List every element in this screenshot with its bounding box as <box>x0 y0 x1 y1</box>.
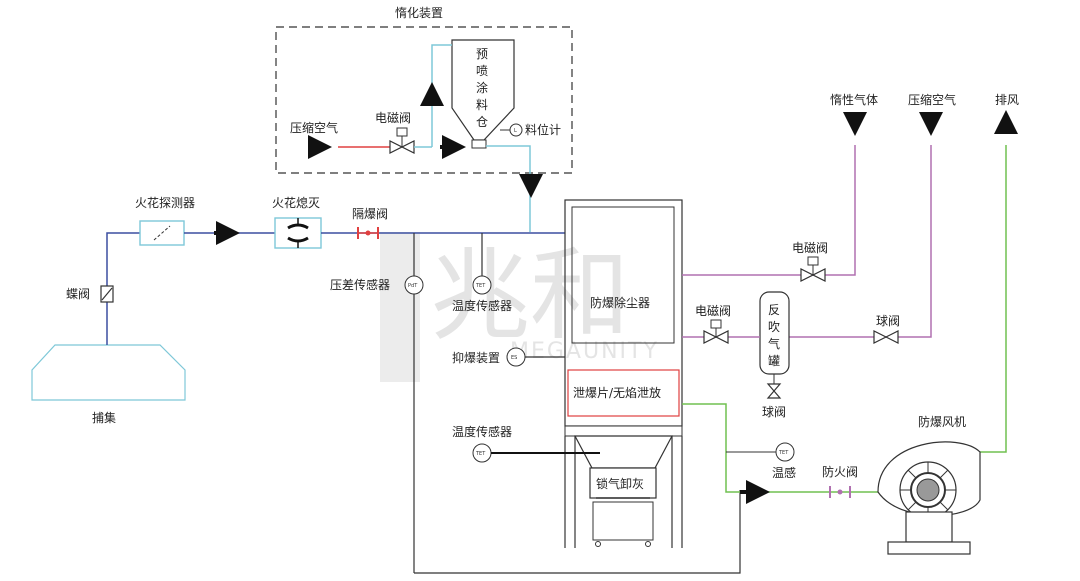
level-gauge-label: 料位计 <box>525 122 561 137</box>
dp-sensor-tag: PdT <box>408 283 418 289</box>
level-gauge-tag: L <box>514 128 517 134</box>
ball-valve-right-icon <box>873 330 899 344</box>
duct-sensors: PdT 压差传感器 TET 温度传感器 ES 抑爆装置 <box>330 233 741 574</box>
inert-gas-label: 惰性气体 <box>830 92 878 107</box>
fire-damper-label: 防火阀 <box>822 464 858 479</box>
dust-collector-label: 防爆除尘器 <box>590 295 650 310</box>
fan-motor <box>905 511 953 543</box>
precoat-char-5: 仓 <box>476 115 488 129</box>
ex-fan-label: 防爆风机 <box>918 414 966 429</box>
precoat-char-3: 涂 <box>476 80 488 95</box>
dust-bin <box>592 501 654 541</box>
temp-sensor-top-tag: TET <box>475 283 486 289</box>
temp-sensor-bottom-label: 温度传感器 <box>452 424 512 439</box>
outlet-section: TET 温感 防火阀 防爆风机 <box>682 403 981 555</box>
dp-sensor-icon <box>404 275 424 295</box>
vent-panel <box>567 369 680 417</box>
vent-panel-label: 泄爆片/无焰泄放 <box>573 385 661 400</box>
temp-sensor-top-label: 温度传感器 <box>452 298 512 313</box>
butterfly-valve-label: 蝶阀 <box>66 286 90 301</box>
capture-hood <box>31 344 186 401</box>
inerting-device: 惰化装置 预 喷 涂 料 仓 L 料位计 压缩空气 电磁阀 <box>275 6 573 232</box>
isolation-valve-label: 隔爆阀 <box>352 207 388 221</box>
dust-collector: 防爆除尘器 泄爆片/无焰泄放 锁气卸灰 TET 温度传感器 <box>452 199 683 548</box>
inerting-box-border <box>275 26 573 174</box>
blowback-char-4: 罐 <box>768 354 780 368</box>
watermark: 兆和 MEGAUNITY <box>380 232 657 382</box>
ball-valve-bottom-icon <box>766 383 782 399</box>
temp-sensor-top-icon <box>472 275 492 295</box>
exhaust-label: 排风 <box>995 93 1019 107</box>
inlet-section: 捕集 蝶阀 火花探测器 火花熄灭 隔爆阀 <box>31 195 565 425</box>
level-gauge-icon <box>509 123 523 137</box>
precoat-char-1: 预 <box>476 47 488 61</box>
blowback-char-3: 气 <box>768 336 780 351</box>
solenoid-top-label: 电磁阀 <box>792 240 828 255</box>
watermark-cn: 兆和 <box>430 237 630 354</box>
capture-label: 捕集 <box>92 410 116 425</box>
solenoid-inert-label: 电磁阀 <box>375 110 411 125</box>
ball-valve-bottom-label: 球阀 <box>762 405 786 419</box>
compressed-air-inert-label: 压缩空气 <box>290 120 338 135</box>
spark-extinguisher-label: 火花熄灭 <box>272 195 320 210</box>
solenoid-mid-label: 电磁阀 <box>695 303 731 318</box>
blowback-char-2: 吹 <box>768 320 780 334</box>
ball-valve-right-label: 球阀 <box>876 314 900 328</box>
temp-sense-icon <box>775 442 795 462</box>
temp-sense-label: 温感 <box>772 465 796 480</box>
inerting-box-title: 惰化装置 <box>395 6 443 20</box>
fan-base <box>887 541 971 555</box>
blowback-char-1: 反 <box>768 303 780 317</box>
temp-sensor-bottom-tag: TET <box>475 451 486 457</box>
right-utilities: 惰性气体 电磁阀 压缩空气 球阀 反 吹 气 罐 球阀 电磁阀 排风 <box>682 92 1019 453</box>
precoat-bin-outlet <box>471 139 487 149</box>
suppression-tag: ES <box>511 355 517 361</box>
temp-sense-tag: TET <box>778 450 789 456</box>
compressed-air-right-label: 压缩空气 <box>908 92 956 107</box>
airlock-label: 锁气卸灰 <box>596 476 644 491</box>
dp-sensor-label: 压差传感器 <box>330 277 390 292</box>
airlock-box <box>589 467 657 499</box>
spark-detector-label: 火花探测器 <box>135 195 195 210</box>
suppression-label: 抑爆装置 <box>452 350 500 365</box>
precoat-char-2: 喷 <box>476 64 488 78</box>
suppression-icon <box>506 347 526 367</box>
precoat-char-4: 料 <box>476 98 488 112</box>
